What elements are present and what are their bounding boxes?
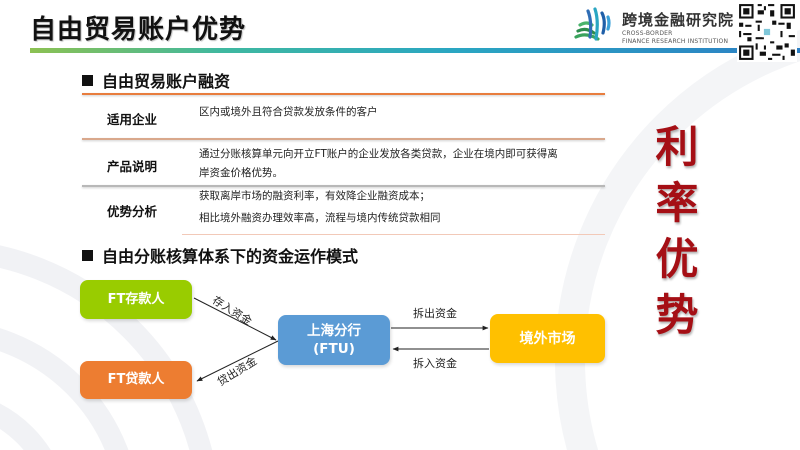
arrow-loan-out: [196, 340, 279, 382]
callout-char: 势: [655, 291, 699, 341]
row-text-line: 通过分账核算单元向开立FT账户的企业发放各类贷款，企业在境内即可获得离: [199, 148, 558, 160]
arrow-deposit-in: [193, 297, 277, 341]
edge-label-lend-out: 拆出资金: [413, 307, 457, 320]
node-shanghai-branch-ftu: 上海分行 (FTU): [278, 315, 390, 365]
interest-rate-advantage-callout: 利 率 优 势: [651, 120, 703, 344]
table-divider: [82, 93, 605, 95]
node-label: FT存款人: [107, 291, 165, 307]
section-heading-text: 自由贸易账户融资: [102, 72, 231, 91]
row-text: 通过分账核算单元向开立FT账户的企业发放各类贷款，企业在境内即可获得离 岸资金价…: [199, 145, 558, 183]
bullet-square-icon: [82, 74, 93, 86]
row-text-line: 区内或境外且符合贷款发放条件的客户: [199, 106, 378, 118]
row-text: 区内或境外且符合贷款发放条件的客户: [199, 103, 378, 122]
row-label: 优势分析: [106, 204, 157, 219]
row-text-line: 相比境外融资办理效率高，流程与境内传统贷款相同: [199, 212, 441, 224]
bullet-square-icon: [82, 249, 93, 261]
page-title: 自由贸易账户优势: [30, 15, 247, 45]
node-sublabel: (FTU): [313, 341, 355, 357]
node-offshore-market: 境外市场: [490, 314, 605, 363]
logo-name-en-2: FINANCE RESEARCH INSTITUTION: [622, 38, 729, 45]
table-row: 优势分析 获取离岸市场的融资利率，有效降企业融资成本； 相比境外融资办理效率高，…: [82, 187, 605, 231]
title-underline: [30, 48, 800, 53]
table-row: 产品说明 通过分账核算单元向开立FT账户的企业发放各类贷款，企业在境内即可获得离…: [82, 140, 605, 186]
edge-label-borrow-in: 拆入资金: [413, 357, 457, 370]
node-label: 上海分行: [307, 323, 361, 339]
table-row: 适用企业 区内或境外且符合贷款发放条件的客户: [82, 93, 605, 139]
node-ft-depositor: FT存款人: [80, 280, 192, 319]
node-ft-borrower: FT贷款人: [80, 361, 192, 399]
node-label: 境外市场: [519, 330, 576, 347]
table-divider: [182, 234, 605, 235]
section-heading-fund-flow: 自由分账核算体系下的资金运作模式: [82, 243, 358, 267]
row-label: 适用企业: [106, 112, 157, 127]
table-divider: [82, 138, 605, 140]
institute-logo: 跨境金融研究院 CROSS-BORDER FINANCE RESEARCH IN…: [572, 5, 735, 47]
qr-code-icon: [737, 2, 797, 62]
row-label: 产品说明: [106, 159, 157, 174]
logo-mark-icon: [574, 7, 611, 41]
row-text-line: 获取离岸市场的融资利率，有效降企业融资成本；: [199, 190, 430, 202]
node-label: FT贷款人: [107, 372, 165, 387]
logo-name-cn: 跨境金融研究院: [622, 11, 735, 29]
callout-char: 优: [655, 235, 699, 285]
row-text-line: 岸资金价格优势。: [199, 167, 283, 179]
callout-char: 利: [655, 123, 699, 173]
row-text: 获取离岸市场的融资利率，有效降企业融资成本； 相比境外融资办理效率高，流程与境内…: [199, 185, 441, 229]
logo-name-en: CROSS-BORDER: [622, 30, 673, 37]
section-heading-ft-financing: 自由贸易账户融资: [82, 68, 230, 92]
table-divider: [82, 185, 605, 187]
callout-char: 率: [655, 179, 699, 229]
section-heading-text: 自由分账核算体系下的资金运作模式: [102, 247, 359, 266]
